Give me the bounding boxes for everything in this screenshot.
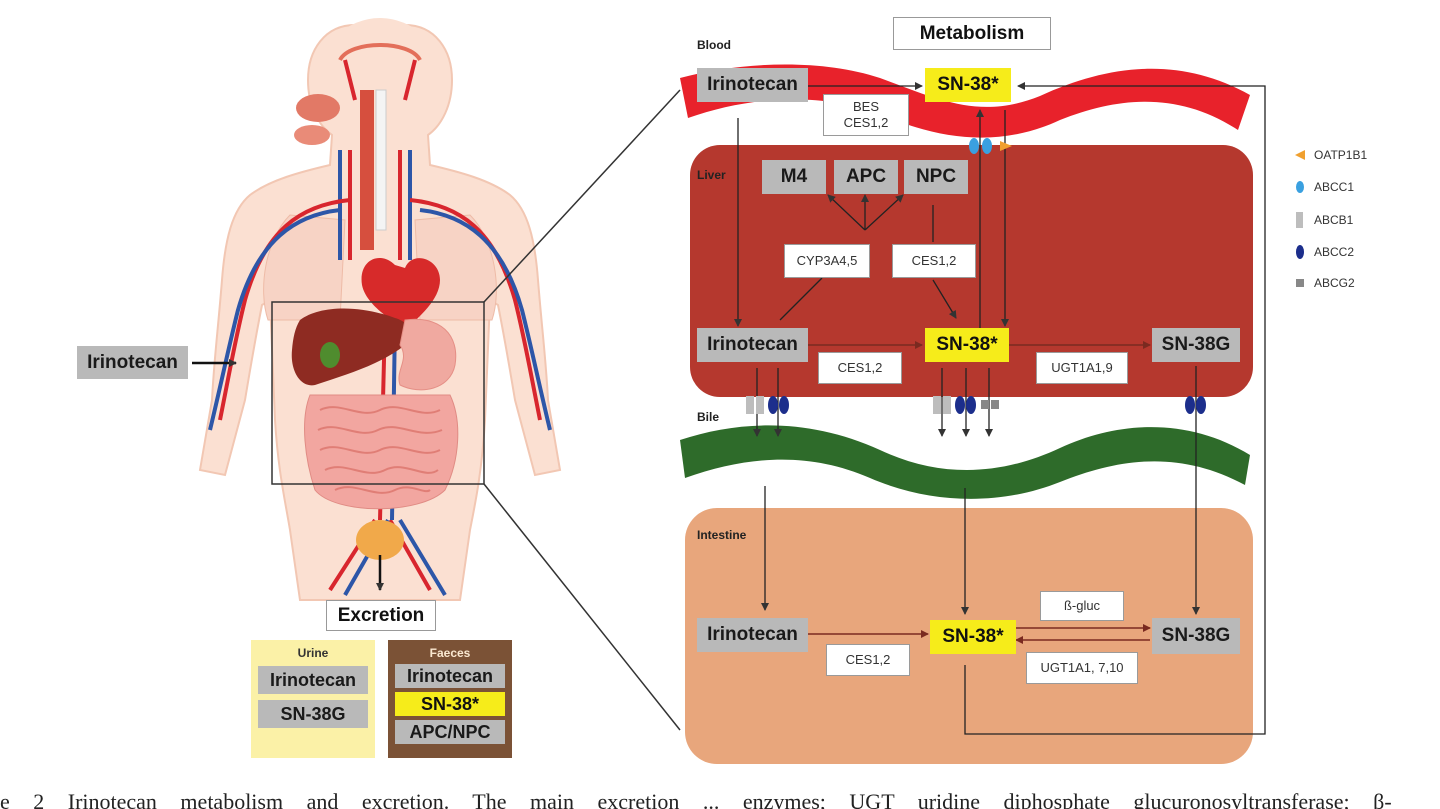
head-vessels	[338, 43, 422, 62]
metabolic-arrows	[808, 341, 1151, 644]
blood-irinotecan: Irinotecan	[697, 68, 808, 102]
blood-vessel-band	[680, 64, 1250, 138]
blood-enzyme-bes: BES	[852, 99, 879, 114]
faeces-item: Irinotecan	[395, 664, 505, 688]
head	[318, 18, 442, 142]
legend-label: ABCC1	[1314, 180, 1355, 194]
legend-item-abcg2: ABCG2	[1294, 276, 1355, 290]
legend-label: ABCG2	[1314, 276, 1355, 290]
mouth-cavity	[294, 125, 330, 145]
legend-label: OATP1B1	[1314, 148, 1368, 162]
bladder	[356, 520, 404, 560]
bile-band	[680, 425, 1250, 499]
abcc2-transporter	[1185, 396, 1195, 414]
intestine-ugt-enzyme: UGT1A1, 7,10	[1026, 652, 1138, 684]
legend-label: ABCB1	[1314, 213, 1354, 227]
stomach	[398, 318, 457, 391]
abcc2-transporter	[966, 396, 976, 414]
abcg2-transporter	[991, 400, 999, 409]
body-silhouette	[198, 24, 562, 601]
square-icon	[1294, 278, 1306, 288]
liver-ugt-enzyme: UGT1A1,9	[1036, 352, 1128, 384]
gallbladder	[320, 342, 340, 368]
bar-icon	[1294, 212, 1306, 228]
abcc2-transporter	[955, 396, 965, 414]
blood-enzyme-box: BES CES1,2	[823, 94, 909, 136]
diagram-title: Metabolism	[893, 17, 1051, 50]
intestine-ces-enzyme: CES1,2	[826, 644, 910, 676]
heart	[361, 257, 440, 330]
liver-sn38g: SN-38G	[1152, 328, 1240, 362]
blood-enzyme-ces: CES1,2	[843, 115, 889, 130]
legend-item-oatp1b1: OATP1B1	[1294, 148, 1367, 162]
legend-label: ABCC2	[1314, 245, 1355, 259]
zoom-box	[271, 301, 485, 485]
intestine-sn38g: SN-38G	[1152, 618, 1240, 654]
abcb1-transporter	[746, 396, 754, 414]
liver-m4: M4	[762, 160, 826, 194]
intestine-sn38: SN-38*	[930, 620, 1016, 654]
abcb1-transporter	[943, 396, 951, 414]
intestine-bgluc-enzyme: ß-gluc	[1040, 591, 1124, 621]
urine-item: Irinotecan	[258, 666, 368, 694]
legend-item-abcb1: ABCB1	[1294, 212, 1353, 228]
excretion-label: Excretion	[326, 600, 436, 631]
faeces-item: APC/NPC	[395, 720, 505, 744]
zoom-line-top	[483, 89, 681, 303]
intestine-irinotecan: Irinotecan	[697, 618, 808, 652]
blood-sn38: SN-38*	[925, 68, 1011, 102]
region-label-liver: Liver	[697, 168, 726, 182]
abcg2-transporter	[981, 400, 989, 409]
triangle-left-icon	[1294, 150, 1306, 160]
abcc2-transporter	[768, 396, 778, 414]
trachea	[375, 89, 387, 231]
left-lung	[263, 214, 346, 321]
urine-item: SN-38G	[258, 700, 368, 728]
region-label-intestine: Intestine	[697, 528, 747, 542]
abcb1-transporter	[933, 396, 941, 414]
liver-irinotecan: Irinotecan	[697, 328, 808, 362]
liver-cyp-enzyme: CYP3A4,5	[784, 244, 870, 278]
small-intestine	[304, 394, 459, 510]
liver-npc: NPC	[904, 160, 968, 194]
legend-item-abcc2: ABCC2	[1294, 244, 1354, 260]
urine-title: Urine	[297, 646, 329, 660]
liver-organ	[291, 308, 411, 386]
nasal-cavity	[296, 94, 340, 122]
region-label-bile: Bile	[697, 410, 720, 424]
faeces-title: Faeces	[429, 646, 471, 660]
liver-ces-enzyme-upper: CES1,2	[892, 244, 976, 278]
liver-ces-enzyme-lower: CES1,2	[818, 352, 902, 384]
liver-apc: APC	[834, 160, 898, 194]
figure-caption: e 2 Irinotecan metabolism and excretion.…	[0, 789, 1392, 809]
urine-panel: Urine Irinotecan SN-38G	[251, 640, 375, 758]
legend-item-abcc1: ABCC1	[1294, 180, 1354, 194]
transporters	[746, 138, 1206, 414]
faeces-item: SN-38*	[395, 692, 505, 716]
abcc1-transporter	[982, 138, 992, 154]
abcc1-transporter	[969, 138, 979, 154]
zoom-line-bottom	[483, 483, 681, 731]
input-irinotecan: Irinotecan	[77, 346, 188, 379]
faeces-panel: Faeces Irinotecan SN-38* APC/NPC	[388, 640, 512, 758]
abcc2-transporter	[1196, 396, 1206, 414]
intestine-folds	[317, 406, 443, 494]
oval-icon	[1294, 244, 1306, 260]
region-label-blood: Blood	[697, 38, 731, 52]
esophagus	[360, 90, 374, 250]
oatp1b1-transporter	[1000, 141, 1012, 151]
abcb1-transporter	[756, 396, 764, 414]
oval-icon	[1294, 180, 1306, 194]
human-body-illustration	[198, 18, 562, 601]
liver-sn38: SN-38*	[925, 328, 1009, 362]
abcc2-transporter	[779, 396, 789, 414]
